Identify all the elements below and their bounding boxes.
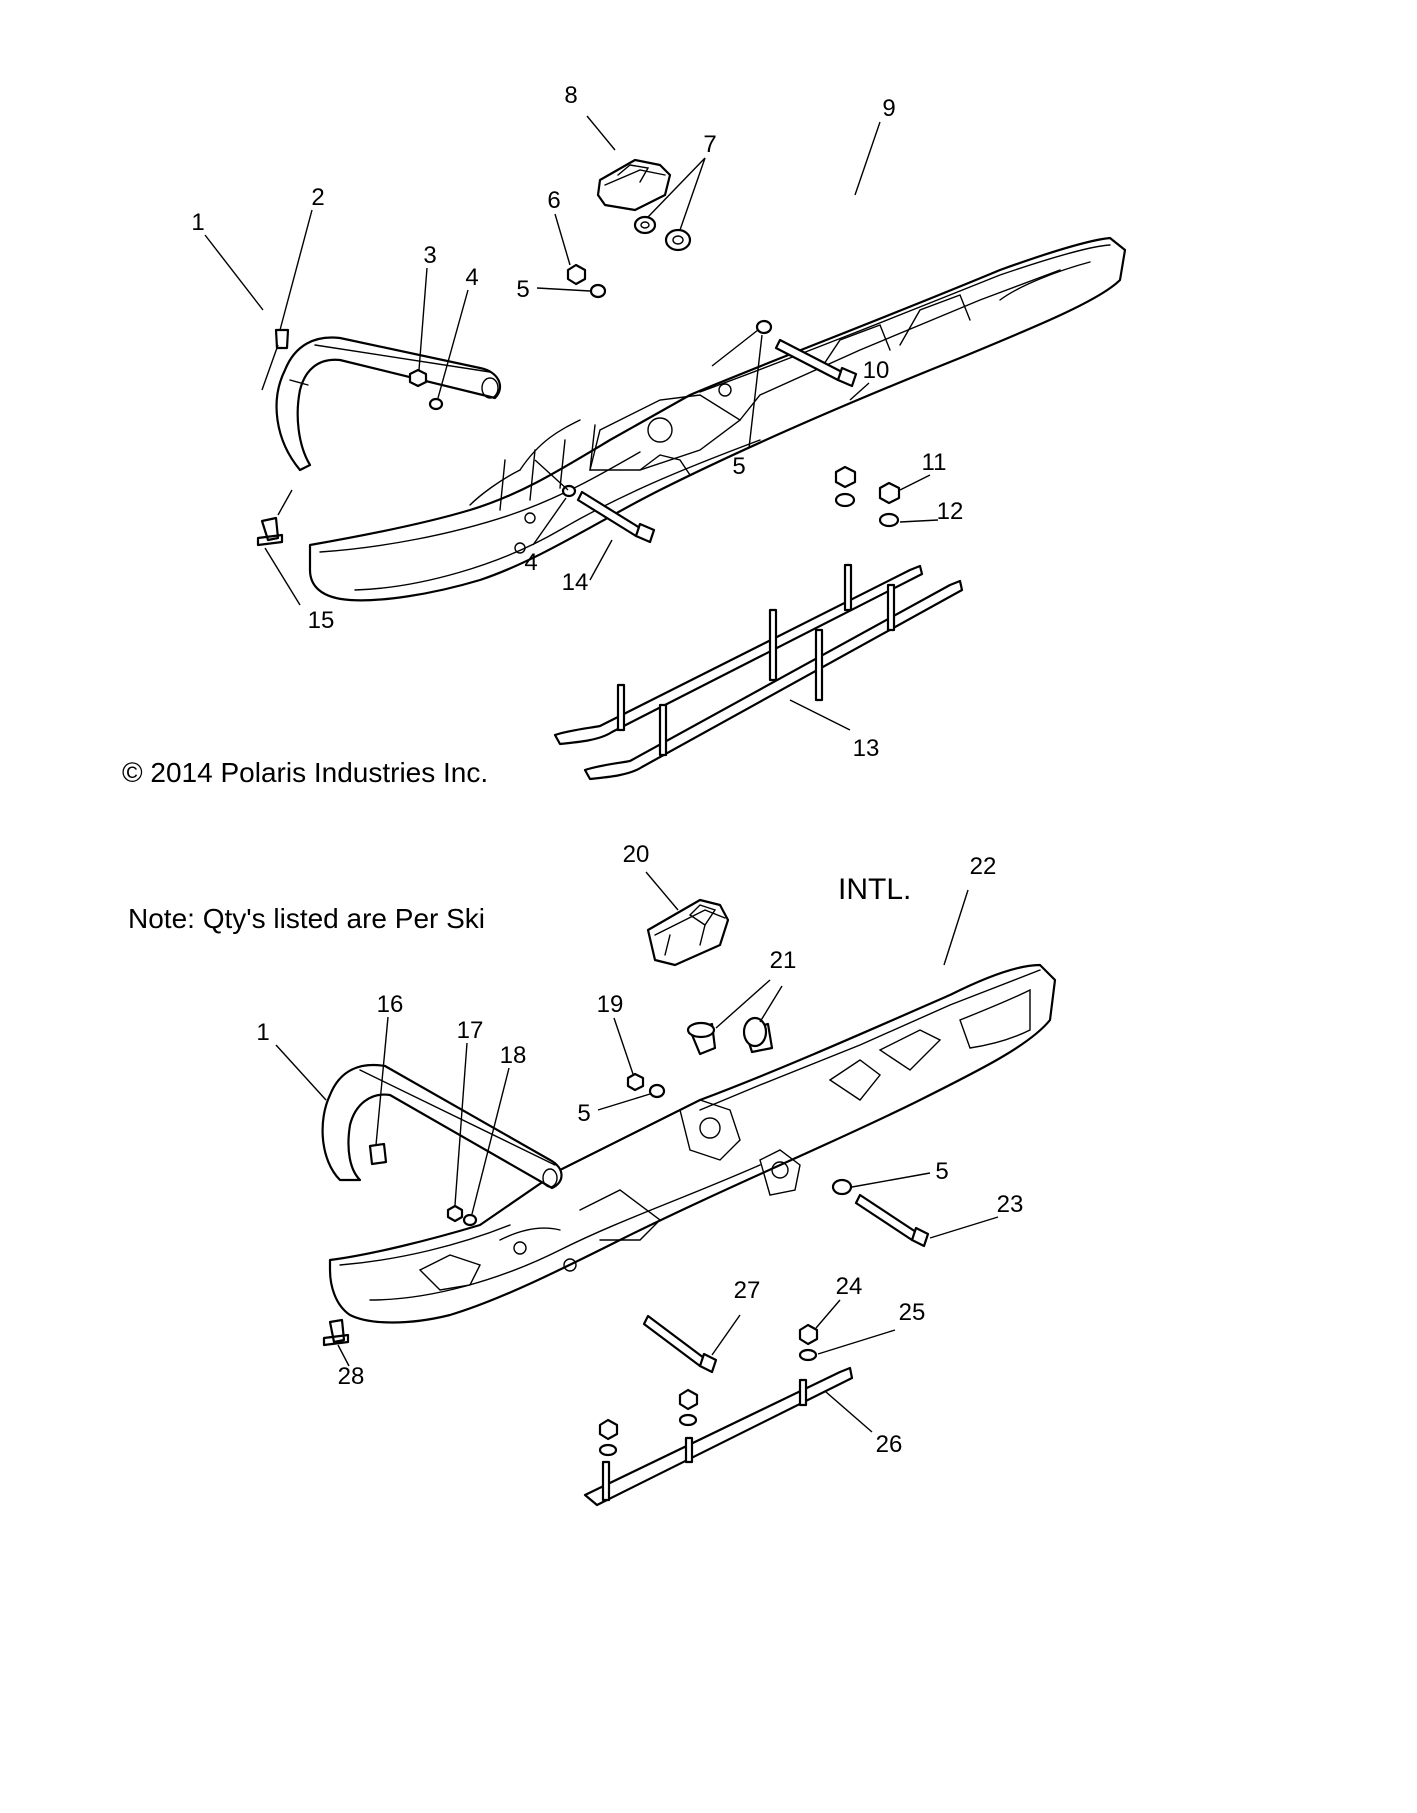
nut-11a (834, 465, 857, 489)
callout-2: 2 (311, 184, 324, 211)
nut-17 (446, 1204, 464, 1223)
callout-23: 23 (997, 1191, 1024, 1218)
washer-4a (428, 397, 444, 411)
callout-5-bottom-a: 5 (577, 1100, 590, 1127)
bolt-10 (774, 338, 858, 388)
callout-16: 16 (377, 991, 404, 1018)
nut-24c (598, 1418, 619, 1441)
callout-6: 6 (547, 187, 560, 214)
callout-17: 17 (457, 1017, 484, 1044)
callout-12: 12 (937, 498, 964, 525)
bolt-23 (854, 1193, 930, 1248)
bolt-14 (576, 490, 656, 544)
washer-25b (678, 1413, 698, 1427)
washer-12a (834, 492, 856, 508)
ski-loop-top (275, 336, 502, 472)
bolt-27 (642, 1314, 718, 1374)
washer-25a (798, 1348, 818, 1362)
callout-4-top-b: 4 (524, 549, 537, 576)
bottom-ski-assembly: 1 16 17 18 19 5 20 21 22 5 23 24 25 26 2… (256, 841, 1057, 1507)
washer-5d (831, 1178, 853, 1196)
callout-5-top-b: 5 (732, 453, 745, 480)
nut-11b (878, 481, 901, 505)
washer-5a (589, 283, 607, 299)
ski-loop-bottom (321, 1064, 563, 1190)
spacers-7 (633, 215, 692, 252)
callout-14: 14 (562, 569, 589, 596)
spacers-21 (686, 1016, 774, 1056)
nut-24a (798, 1323, 819, 1346)
callout-10: 10 (863, 357, 890, 384)
rivet-28 (322, 1318, 350, 1347)
washer-18 (462, 1213, 478, 1227)
callout-5-bottom-b: 5 (935, 1158, 948, 1185)
nut-24b (678, 1388, 699, 1411)
copyright-text: © 2014 Polaris Industries Inc. (122, 757, 488, 788)
callout-3: 3 (423, 242, 436, 269)
callout-25: 25 (899, 1299, 926, 1326)
runners-13 (553, 563, 964, 781)
nut-6 (566, 263, 587, 286)
callout-19: 19 (597, 991, 624, 1018)
ski-body-top (308, 236, 1127, 602)
callout-26: 26 (876, 1431, 903, 1458)
callout-15: 15 (308, 607, 335, 634)
callout-13: 13 (853, 735, 880, 762)
callout-5-top-a: 5 (516, 276, 529, 303)
top-ski-assembly: 1 2 3 4 5 6 7 8 9 10 5 11 12 13 14 4 15 (191, 82, 1127, 781)
callout-8: 8 (564, 82, 577, 109)
callout-1-top: 1 (191, 209, 204, 236)
callout-28: 28 (338, 1363, 365, 1390)
ski-body-bottom (328, 963, 1057, 1324)
bumper-20 (646, 898, 730, 967)
callout-24: 24 (836, 1273, 863, 1300)
bumper-8 (596, 158, 672, 212)
callout-1-bottom: 1 (256, 1019, 269, 1046)
intl-label: INTL. (838, 873, 911, 906)
callout-20: 20 (623, 841, 650, 868)
callout-7: 7 (703, 131, 716, 158)
washer-5b (755, 319, 773, 335)
callout-9: 9 (882, 95, 895, 122)
callout-4-top: 4 (465, 264, 478, 291)
nut-3 (408, 368, 428, 388)
callout-21: 21 (770, 947, 797, 974)
rivet-15 (256, 516, 284, 547)
loop-fastener (274, 328, 290, 350)
leaders-top (204, 115, 939, 731)
washer-5c (648, 1083, 666, 1099)
callout-27: 27 (734, 1277, 761, 1304)
loop-fastener-16 (368, 1142, 388, 1166)
runner-26 (583, 1366, 854, 1507)
callout-22: 22 (970, 853, 997, 880)
washer-25c (598, 1443, 618, 1457)
washer-12b (878, 512, 900, 528)
callout-11: 11 (922, 449, 947, 476)
nut-19 (626, 1072, 645, 1092)
leaders-bottom (275, 871, 999, 1433)
callout-18: 18 (500, 1042, 527, 1069)
qty-note: Note: Qty's listed are Per Ski (128, 903, 485, 934)
